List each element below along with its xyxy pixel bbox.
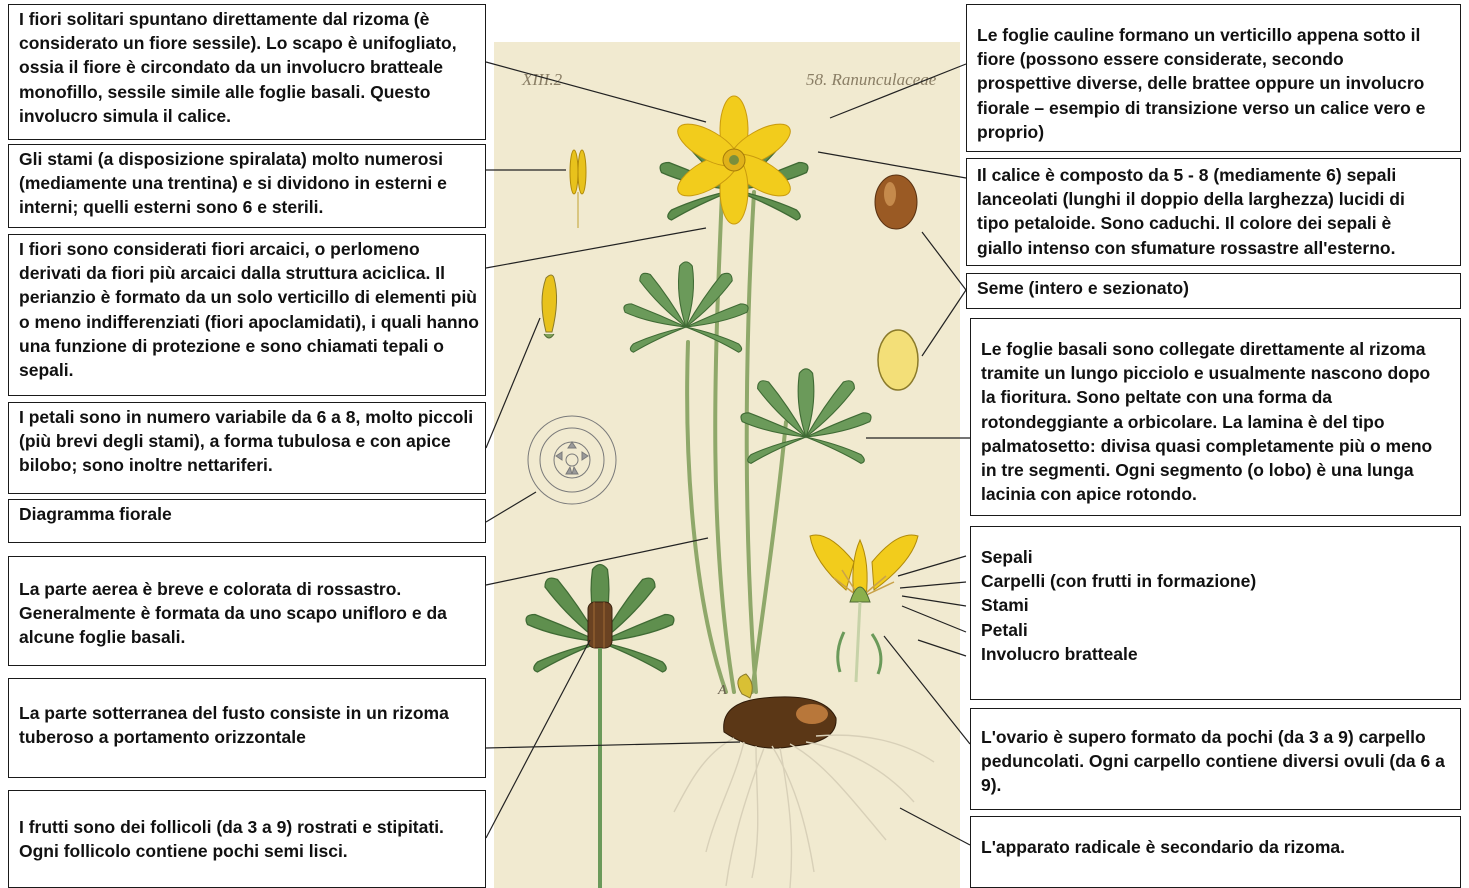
flower-section [809,534,919,683]
seed-whole [874,174,918,230]
label-stami: Gli stami (a disposizione spiralata) mol… [8,144,486,228]
label-petali: I petali sono in numero variabile da 6 a… [8,402,486,494]
plant-illustration: A [525,95,935,888]
seed-section [877,329,919,391]
rhizome [723,696,837,749]
label-foglie-cauline: Le foglie cauline formano un verticillo … [966,4,1461,152]
label-diagramma-fiorale: Diagramma fiorale [8,499,486,543]
petal-detail [541,274,558,339]
label-parte-sotterranea: La parte sotterranea del fusto consiste … [8,678,486,778]
fruit-plant [525,563,675,888]
label-fiori-solitari: I fiori solitari spuntano direttamente d… [8,4,486,140]
label-frutti: I frutti sono dei follicoli (da 3 a 9) r… [8,790,486,888]
floral-diagram [527,415,617,505]
main-flower [677,95,791,225]
stems [685,190,788,694]
basal-leaf-right [740,368,872,464]
svg-text:A: A [717,683,727,698]
label-parti-fiore: Sepali Carpelli (con frutti in formazion… [970,526,1461,700]
roots [673,734,935,888]
label-apparato-radicale: L'apparato radicale è secondario da rizo… [970,816,1461,888]
label-fiori-arcaici: I fiori sono considerati fiori arcaici, … [8,234,486,396]
label-ovario: L'ovario è supero formato da pochi (da 3… [970,708,1461,810]
botanical-plate: XIII.2 58. Ranunculaceae [494,42,960,888]
label-foglie-basali: Le foglie basali sono collegate direttam… [970,318,1461,516]
basal-leaf-upper [623,261,749,353]
label-seme: Seme (intero e sezionato) [966,273,1461,309]
stamen-detail [569,149,587,228]
label-calice: Il calice è composto da 5 - 8 (mediament… [966,158,1461,266]
label-parte-aerea: La parte aerea è breve e colorata di ros… [8,556,486,666]
